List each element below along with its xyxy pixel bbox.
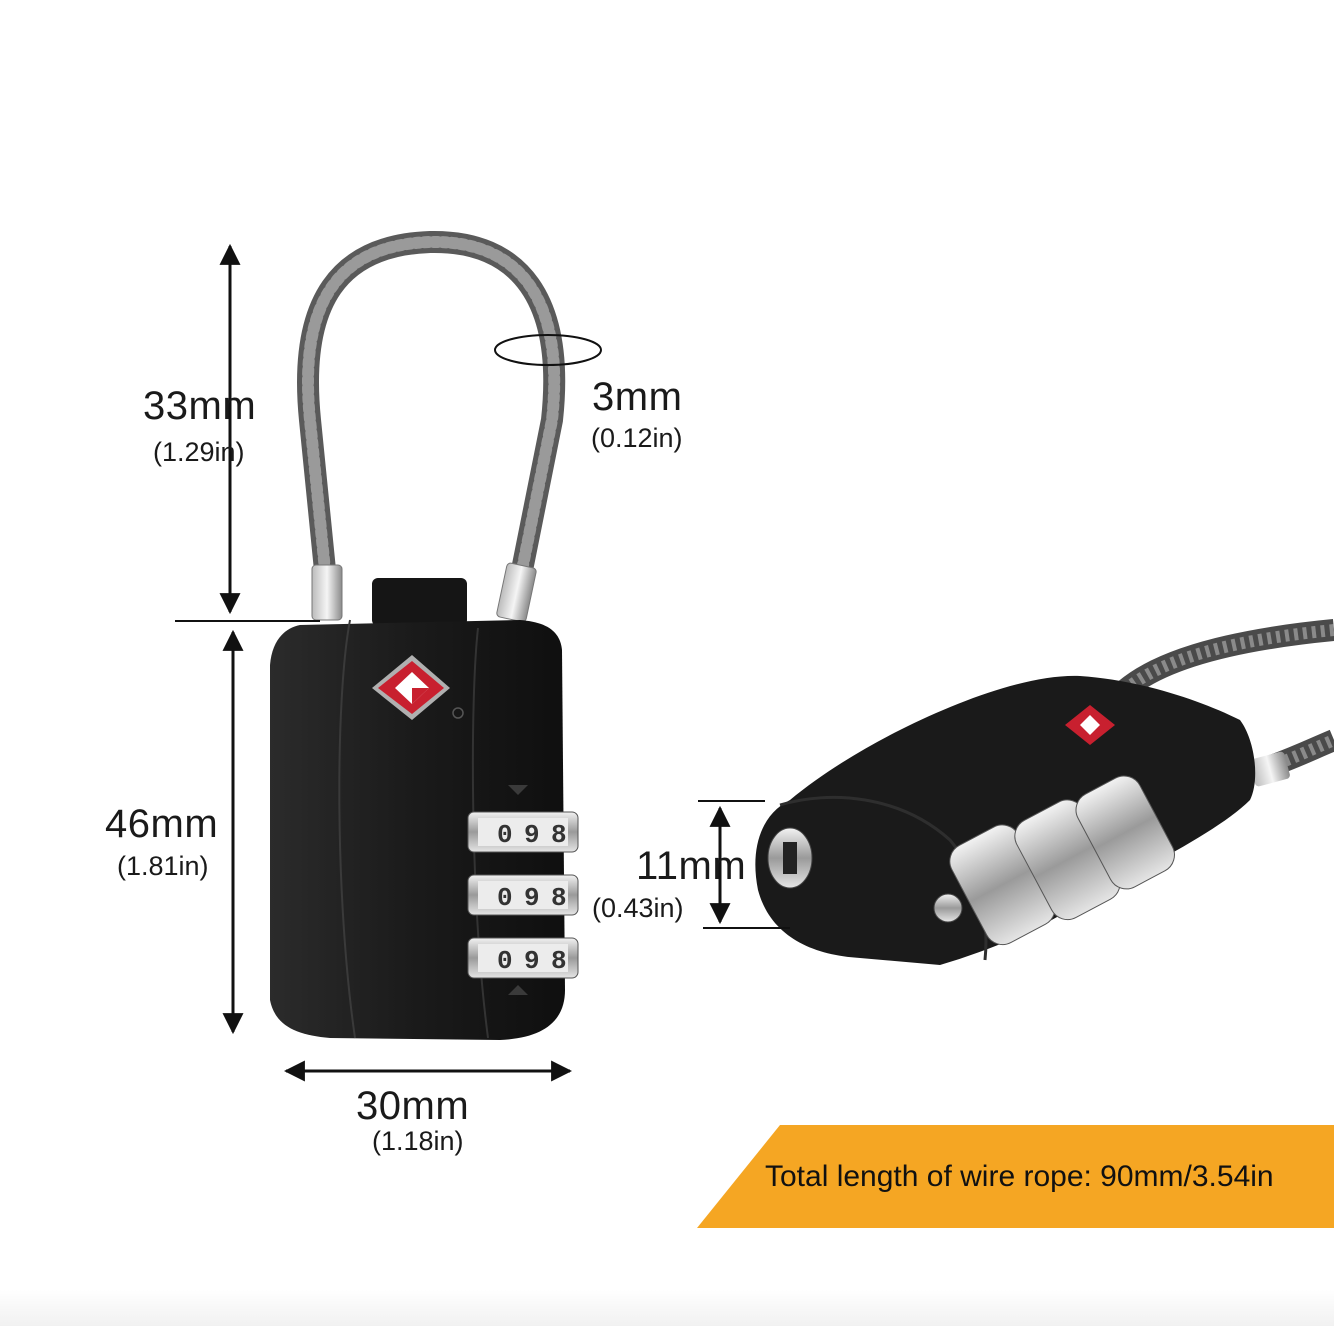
dial-2-digit-b: 9 xyxy=(524,883,540,913)
side-dials xyxy=(949,775,1175,946)
front-lock: 0 9 8 0 9 8 0 9 8 xyxy=(270,230,579,1040)
bottom-edge xyxy=(0,1290,1334,1326)
dial-3-digit-c: 8 xyxy=(551,946,567,976)
cable-ferrule-left xyxy=(311,564,343,621)
dial-1-digit-a: 0 xyxy=(497,820,513,850)
dial-2-digit-a: 0 xyxy=(497,883,513,913)
dial-3-digit-b: 9 xyxy=(524,946,540,976)
body-width-mm: 30mm xyxy=(356,1084,470,1128)
side-lock xyxy=(755,619,1334,965)
cable-diameter-ring xyxy=(494,334,602,366)
side-lock-body xyxy=(755,675,1256,965)
body-height-mm: 46mm xyxy=(105,802,219,846)
dial-1-digit-c: 8 xyxy=(551,820,567,850)
shackle-height-in: (1.29in) xyxy=(153,437,245,467)
dial-3 xyxy=(467,937,579,979)
body-height-in: (1.81in) xyxy=(117,851,209,881)
shackle-height-mm: 33mm xyxy=(143,384,257,428)
side-tsa-logo xyxy=(1065,705,1115,745)
release-button xyxy=(372,578,467,626)
dial-1 xyxy=(467,811,579,853)
body-width-in: (1.18in) xyxy=(372,1126,464,1156)
wire-length-banner xyxy=(697,1125,1334,1228)
dimension-lines xyxy=(175,243,790,1082)
dial-3-digit-a: 0 xyxy=(497,946,513,976)
dial-2-digit-c: 8 xyxy=(551,883,567,913)
side-cable-ferrule xyxy=(1249,751,1290,787)
combination-dials: 0 9 8 0 9 8 0 9 8 xyxy=(467,785,579,995)
cable-diameter-in: (0.12in) xyxy=(591,423,683,453)
cable-ferrule-right xyxy=(496,562,537,623)
dial-2 xyxy=(467,874,579,916)
dial-1-digit-b: 9 xyxy=(524,820,540,850)
wire-length-text: Total length of wire rope: 90mm/3.54in xyxy=(765,1160,1274,1193)
side-cable-upper xyxy=(1117,619,1334,699)
cable-diameter-mm: 3mm xyxy=(592,375,683,419)
tsa-logo xyxy=(372,655,464,720)
body-thickness-mm: 11mm xyxy=(636,844,747,888)
screw xyxy=(933,893,963,923)
cable-shackle xyxy=(297,230,566,591)
body-thickness-in: (0.43in) xyxy=(592,893,684,923)
